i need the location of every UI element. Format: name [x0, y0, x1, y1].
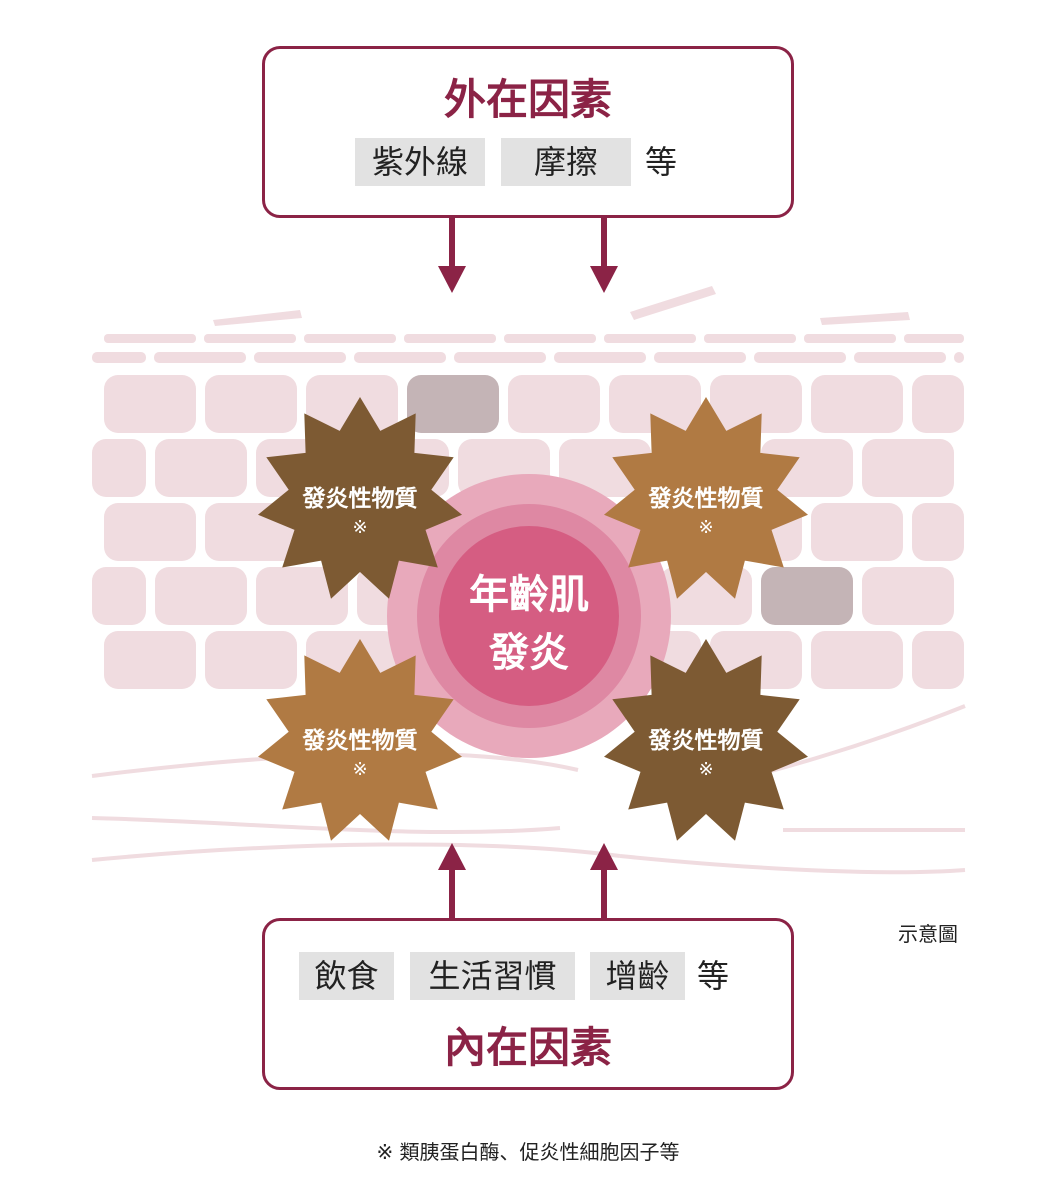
skin-cell: [710, 375, 802, 433]
inflammatory-mark: ※: [352, 759, 367, 780]
external-suffix: 等: [645, 143, 678, 181]
skin-cell: [504, 334, 596, 343]
inflammatory-label: 發炎性物質: [648, 727, 764, 754]
core-inner-circle: [439, 526, 619, 706]
inflammatory-substance-3: 發炎性物質 ※: [258, 639, 462, 841]
internal-factors-box: 內在因素 飲食 生活習慣 增齡 等: [262, 918, 794, 1090]
skin-cell: [654, 352, 746, 363]
core-label-line1: 年齡肌: [469, 572, 589, 618]
skin-cell: [104, 334, 196, 343]
skin-cell: [854, 352, 946, 363]
skin-cell: [454, 352, 546, 363]
skin-cell: [354, 352, 446, 363]
skin-cell: [912, 631, 964, 689]
skin-cell: [811, 375, 903, 433]
skin-cell: [862, 439, 954, 497]
skin-cell: [104, 631, 196, 689]
skin-cell: [604, 334, 696, 343]
inflammatory-mark: ※: [352, 517, 367, 538]
inflammatory-substances: 發炎性物質 ※ 發炎性物質 ※ 發炎性物質 ※ 發炎性物質 ※: [258, 397, 808, 841]
skin-cell: [811, 503, 903, 561]
skin-cell: [704, 334, 796, 343]
burst-shape: [604, 397, 808, 599]
external-factors-box: 外在因素 紫外線 摩擦 等: [262, 46, 794, 218]
burst-shape: [258, 639, 462, 841]
skin-cell: [155, 439, 247, 497]
skin-cell: [256, 567, 348, 625]
skin-cell: [761, 567, 853, 625]
inflammatory-label: 發炎性物質: [648, 485, 764, 512]
skin-cell: [92, 567, 146, 625]
down-arrow-icon: [438, 218, 466, 293]
skin-cell: [862, 567, 954, 625]
aging-skin-inflammation-core: 年齡肌 發炎: [387, 474, 671, 758]
skin-cell: [954, 352, 964, 363]
skin-cell: [154, 352, 246, 363]
skin-cell: [104, 503, 196, 561]
arrows: [438, 218, 618, 918]
skin-cell: [554, 352, 646, 363]
burst-shape: [258, 397, 462, 599]
inflammatory-mark: ※: [698, 759, 713, 780]
dermis-line: [619, 854, 966, 875]
skin-cell: [804, 334, 896, 343]
skin-cell: [912, 375, 964, 433]
down-arrow-icon: [590, 218, 618, 293]
skin-cell: [204, 334, 296, 343]
inflammatory-substance-4: 發炎性物質 ※: [604, 639, 808, 841]
dermis-line: [91, 842, 621, 862]
internal-tag-lifestyle: 生活習慣: [410, 952, 575, 1000]
skin-cell: [559, 439, 651, 497]
illustration-label: 示意圖: [898, 922, 958, 946]
burst-shape: [604, 639, 808, 841]
inflammatory-mark: ※: [698, 517, 713, 538]
skin-cell: [92, 439, 146, 497]
skin-cell: [609, 375, 701, 433]
external-tag-friction: 摩擦: [501, 138, 631, 186]
flake: [820, 312, 910, 325]
skin-cell: [912, 503, 964, 561]
skin-cell: [92, 352, 146, 363]
footnote: ※ 類胰蛋白酶、促炎性細胞因子等: [376, 1140, 680, 1164]
inflammatory-label: 發炎性物質: [302, 485, 418, 512]
skin-cell: [404, 334, 496, 343]
skin-cell: [754, 352, 846, 363]
skin-cell: [761, 439, 853, 497]
up-arrow-icon: [590, 843, 618, 918]
external-tag-uv: 紫外線: [355, 138, 485, 186]
flake: [630, 286, 716, 320]
internal-tag-diet: 飲食: [299, 952, 394, 1000]
skin-cell: [508, 375, 600, 433]
skin-cell: [306, 375, 398, 433]
inflammatory-substance-2: 發炎性物質 ※: [604, 397, 808, 599]
inflammatory-substance-1: 發炎性物質 ※: [258, 397, 462, 599]
up-arrow-icon: [438, 843, 466, 918]
skin-cell: [304, 334, 396, 343]
skin-cell: [904, 334, 964, 343]
skin-cell: [205, 631, 297, 689]
skin-cell: [407, 375, 499, 433]
flake: [213, 310, 302, 326]
external-factors-title: 外在因素: [443, 75, 612, 124]
internal-suffix: 等: [697, 957, 730, 995]
inflammatory-label: 發炎性物質: [302, 727, 418, 754]
core-label-line2: 發炎: [488, 630, 569, 676]
surface-flakes: [213, 286, 910, 326]
internal-tag-aging: 增齡: [590, 952, 685, 1000]
skin-cell: [254, 352, 346, 363]
internal-factors-title: 內在因素: [443, 1023, 612, 1072]
skin-cell: [104, 375, 196, 433]
skin-cell: [205, 375, 297, 433]
skin-cell: [811, 631, 903, 689]
skin-cell: [155, 567, 247, 625]
